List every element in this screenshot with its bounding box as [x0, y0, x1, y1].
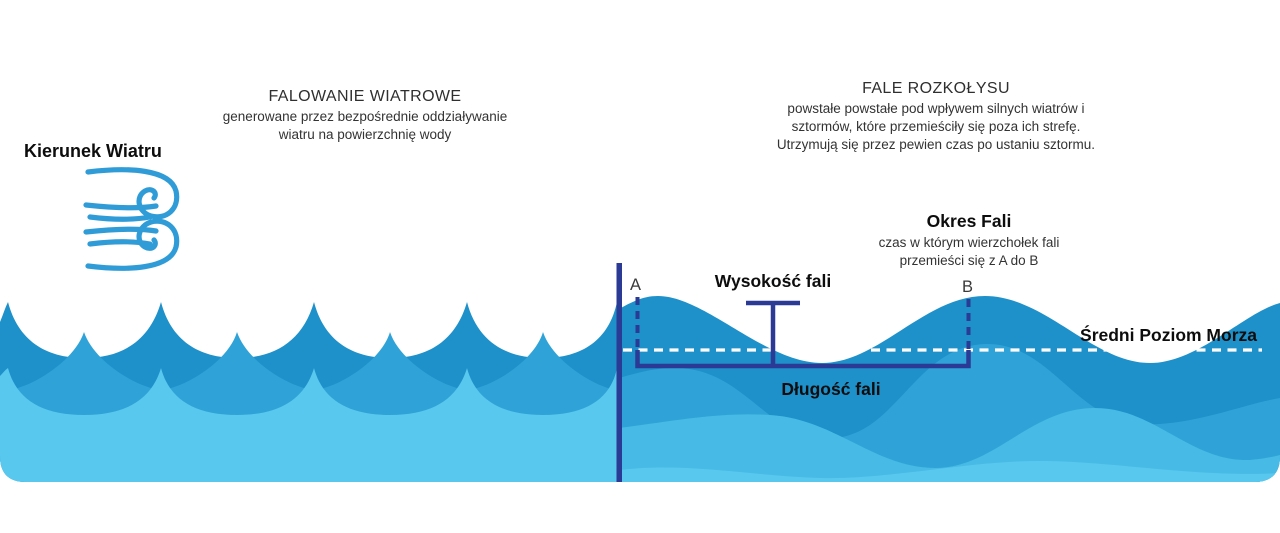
wave-length-bracket — [635, 350, 971, 369]
wind-icon-lower-spiral — [85, 218, 180, 271]
wind-waves-title: FALOWANIE WIATROWE — [268, 88, 462, 105]
wave-height-label: Wysokość fali — [714, 271, 832, 291]
wind-icon — [83, 167, 180, 271]
wave-period-subtitle-line1: czas w którym wierzchołek fali — [878, 235, 1060, 250]
wave-period-title: Okres Fali — [926, 211, 1012, 231]
wind-waves-subtitle-line1: generowane przez bezpośrednie oddziaływa… — [222, 109, 508, 124]
wave-height-marker — [746, 300, 800, 364]
sea-level-label: Średni Poziom Morza — [1080, 325, 1257, 345]
wind-direction-label: Kierunek Wiatru — [24, 141, 162, 161]
wave-length-label: Długość fali — [781, 379, 881, 399]
zone-divider-line — [616, 263, 622, 482]
wind-icon-tail-3 — [83, 226, 159, 235]
point-b-label: B — [962, 278, 974, 296]
wind-icon-tail-2 — [87, 214, 153, 222]
wind-icon-tail-4 — [87, 239, 153, 247]
swell-subtitle-line2: sztormów, które przemieściły się poza ic… — [791, 119, 1081, 134]
swell-lightest-layer — [619, 460, 1280, 482]
wind-icon-upper-spiral — [85, 167, 180, 220]
wind-wave-light-layer — [0, 368, 619, 482]
swell-subtitle-line3: Utrzymują się przez pewien czas po ustan… — [776, 137, 1096, 152]
wave-period-subtitle-line2: przemieści się z A do B — [899, 253, 1039, 268]
swell-waves-title: FALE ROZKOŁYSU — [862, 80, 1010, 97]
swell-subtitle-line1: powstałe powstałe pod wpływem silnych wi… — [787, 101, 1085, 116]
wind-waves-subtitle-line2: wiatru na powierzchnię wody — [278, 127, 452, 142]
wind-icon-tail-1 — [83, 202, 159, 211]
wind-waves — [0, 302, 619, 482]
point-a-label: A — [630, 276, 642, 294]
swell-waves — [619, 296, 1280, 482]
